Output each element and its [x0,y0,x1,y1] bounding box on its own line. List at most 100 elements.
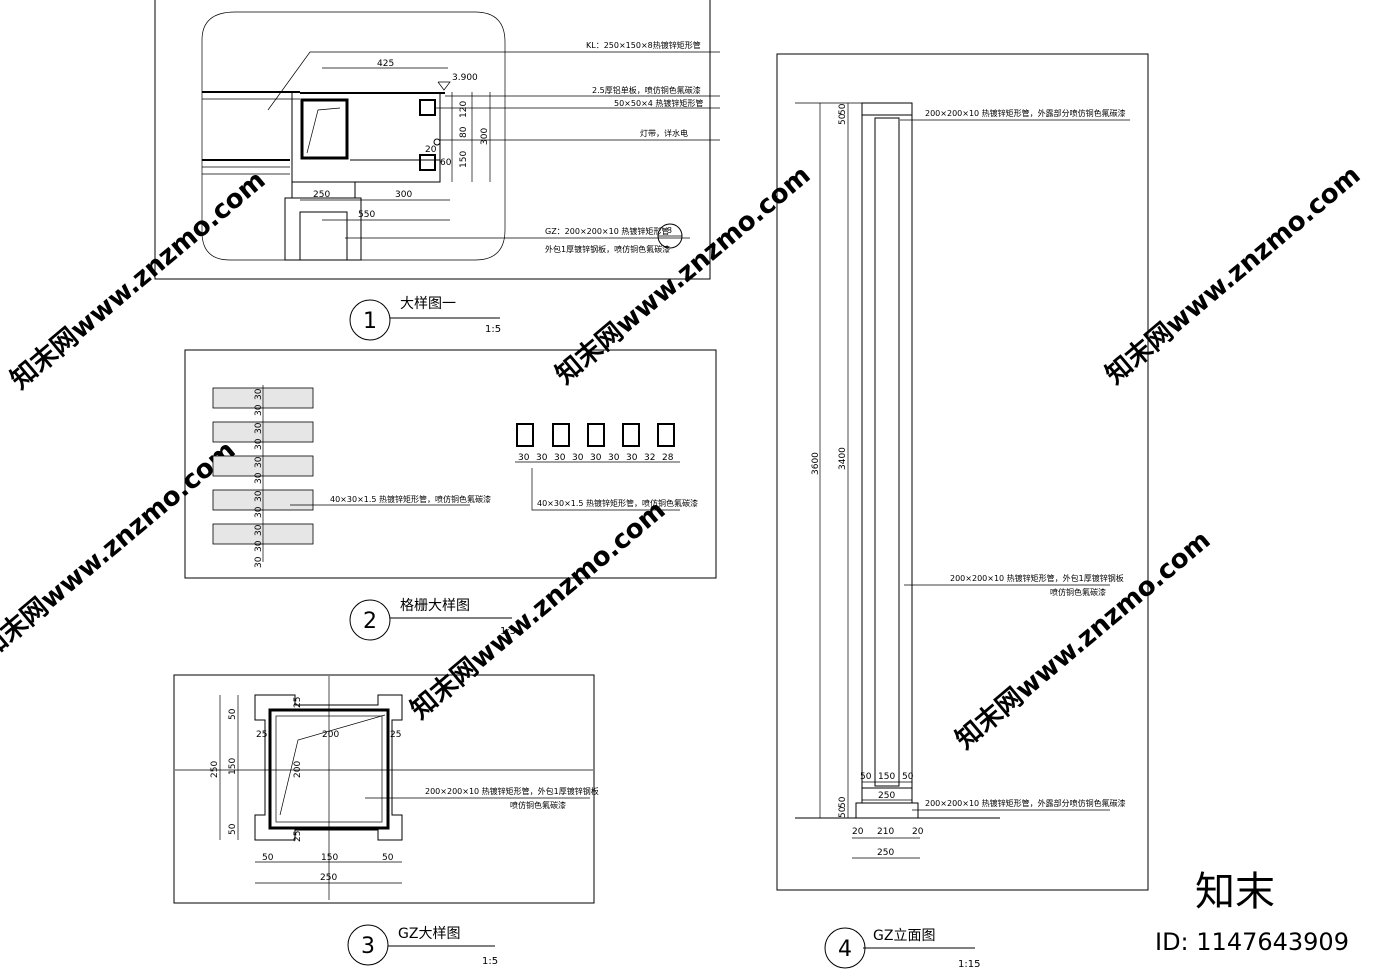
note-right: 40×30×1.5 热镀锌矩形管，喷仿铜色氟碳漆 [537,498,698,508]
dim-text: 200 [322,730,339,740]
dim-text: 30 [608,453,620,463]
level-marker [437,81,451,91]
grille-tube [587,423,605,447]
note-lamp: 灯带，详水电 [640,128,688,138]
dim-text: 3600 [811,452,821,475]
dim-text: 300 [395,190,412,200]
note-gz-paint: 喷仿铜色氟碳漆 [510,800,566,810]
detail-1: 425 3.900 120 80 150 300 20 60 250 300 5… [154,0,720,341]
grille-tube [622,423,640,447]
note-mid-paint: 喷仿铜色氟碳漆 [1050,587,1106,597]
lamp-strip [433,138,441,146]
dim-text: 30 [254,422,264,434]
leader-right [531,468,680,511]
watermark-text: 知末网www.znzmo.com [0,435,241,665]
dim-text: 250 [878,791,895,801]
watermark-text: 知末网www.znzmo.com [550,160,816,390]
dim-text: 50 [262,853,274,863]
dim-text: 50 [838,806,848,818]
detail-1-frame [154,0,711,280]
detail-2: 30 30 30 30 30 30 30 30 30 30 30 40×30×1… [184,349,717,641]
dim-text: 50 [860,772,872,782]
detail-3-number-circle [347,924,389,966]
detail-2-number: 2 [363,609,377,634]
leader-kl [267,51,720,111]
dim-text: 32 [644,453,655,463]
dim-text: 250 [210,761,220,778]
detail-1-title: 大样图一 [400,296,456,312]
dim-text: 50 [838,113,848,125]
detail-1-scale: 1:5 [485,324,501,335]
dim-text: 150 [459,151,469,168]
note-gz-cladding: 外包1厚镀锌钢板，喷仿铜色氟碳漆 [545,244,670,254]
dim-text: 20 [425,145,437,155]
detail-1-number-circle [349,299,391,341]
detail-3-number: 3 [361,934,375,959]
dim-text: 50 [838,796,848,808]
dim-text: 250 [877,848,894,858]
detail-1-number: 1 [363,309,377,334]
dim-text: 50 [228,708,238,720]
dim-text: 250 [320,873,337,883]
detail-3: 50 150 50 250 25 25 25 25 200 200 50 150… [173,674,599,967]
detail-1-cloud [201,11,506,261]
dim-text: 120 [459,101,469,118]
dim-text: 30 [518,453,530,463]
dim-text: 50 [902,772,914,782]
dim-text: 30 [254,524,264,536]
image-id: ID: 1147643909 [1155,928,1349,956]
dim-text: 30 [626,453,638,463]
brand-logo: 知末 [1195,869,1275,915]
dim-text: 3400 [838,447,848,470]
note-left: 40×30×1.5 热镀锌矩形管，喷仿铜色氟碳漆 [330,494,491,504]
cladding-box [291,93,441,183]
kl-beam [300,98,349,160]
gz-column-inner [874,117,900,787]
note-gz-tube: 200×200×10 热镀锌矩形管，外包1厚镀锌钢板 [425,786,599,796]
note-top: 200×200×10 热镀锌矩形管，外露部分喷仿铜色氟碳漆 [925,108,1126,118]
gz-column-outer [861,102,913,804]
dim-text: 200 [293,761,303,778]
dim-text: 210 [877,827,894,837]
note-bot: 200×200×10 热镀锌矩形管，外露部分喷仿铜色氟碳漆 [925,798,1126,808]
dim-text: 30 [254,472,264,484]
dim-text: 30 [254,556,264,568]
dim-text: 25 [293,831,303,842]
dim-text: 25 [390,730,401,740]
detail-2-title: 格栅大样图 [400,598,470,614]
dim-text: 250 [313,190,330,200]
small-tube [419,99,436,116]
dim-text: 20 [912,827,924,837]
gz-column [284,197,362,261]
dim-text: 30 [254,506,264,518]
dim-text: 30 [254,456,264,468]
grille-tubes [516,423,675,447]
watermark-layer: 知末网www.znzmo.com 知末网www.znzmo.com 知末网www… [0,160,1366,956]
grille-tube [516,423,534,447]
grille-bottom-dims: 30 30 30 30 30 30 30 32 28 [518,453,674,463]
grille-left-dims: 30 30 30 30 30 30 30 30 30 30 30 [254,385,264,568]
dim-text: 30 [536,453,548,463]
detail-3-title: GZ大样图 [398,926,460,942]
dim-text: 30 [554,453,566,463]
dim-text: 30 [254,388,264,400]
gz-column-inner [299,211,348,261]
note-gz: GZ：200×200×10 热镀锌矩形管 [545,226,669,236]
note-kl: KL：250×150×8热镀锌矩形管 [586,40,701,50]
tube-dim-diagonal [279,714,386,816]
grille-tube [552,423,570,447]
detail-4-scale: 1:15 [958,959,980,970]
dim-text: 20 [852,827,864,837]
dim-text: 80 [459,126,469,138]
level-text: 3.900 [452,73,478,83]
detail-4-frame [776,53,1149,891]
dim-text: 50 [382,853,394,863]
dim-text: 30 [254,404,264,416]
watermark-text: 知末网www.znzmo.com [1100,160,1366,390]
note-tube: 50×50×4 热镀锌矩形管 [614,98,703,108]
detail-2-number-circle [349,599,391,641]
dim-text: 150 [228,758,238,775]
detail-2-frame [184,349,717,579]
note-mid: 200×200×10 热镀锌矩形管，外包1厚镀锌钢板 [950,573,1124,583]
dim-text: 30 [254,490,264,502]
